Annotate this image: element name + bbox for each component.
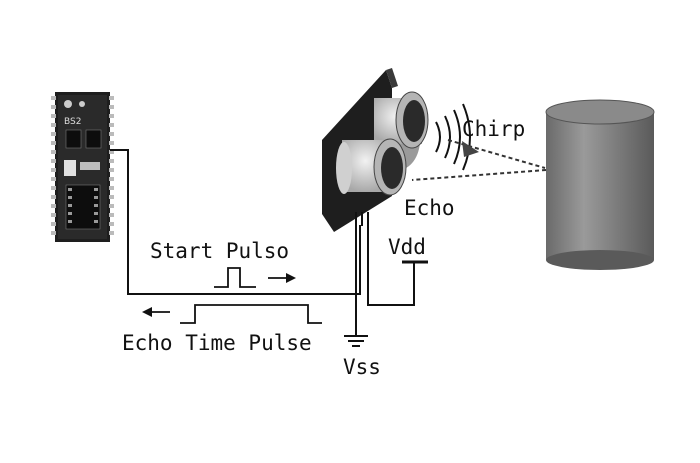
arrow-left-icon [142, 307, 170, 317]
echo-time-pulse-label: Echo Time Pulse [122, 331, 312, 355]
vdd-label: Vdd [388, 235, 426, 259]
chirp-label: Chirp [462, 117, 525, 141]
signal-wires [110, 149, 415, 335]
vss-label: Vss [343, 355, 381, 379]
ground-symbol-icon [344, 335, 368, 347]
chirp-wave-icon [435, 103, 471, 171]
echo-label: Echo [404, 196, 455, 220]
echo-time-pulse-waveform [180, 304, 322, 324]
signal-paths [411, 139, 547, 181]
microcontroller-board-icon: BS2 [51, 92, 114, 242]
start-pulse-label: Start Pulso [150, 239, 289, 263]
target-cylinder-icon [545, 99, 655, 270]
module-marking: BS2 [64, 117, 81, 127]
ultrasonic-sensor-icon [322, 68, 429, 232]
arrow-right-icon [268, 273, 296, 283]
start-pulse-waveform [214, 267, 256, 288]
